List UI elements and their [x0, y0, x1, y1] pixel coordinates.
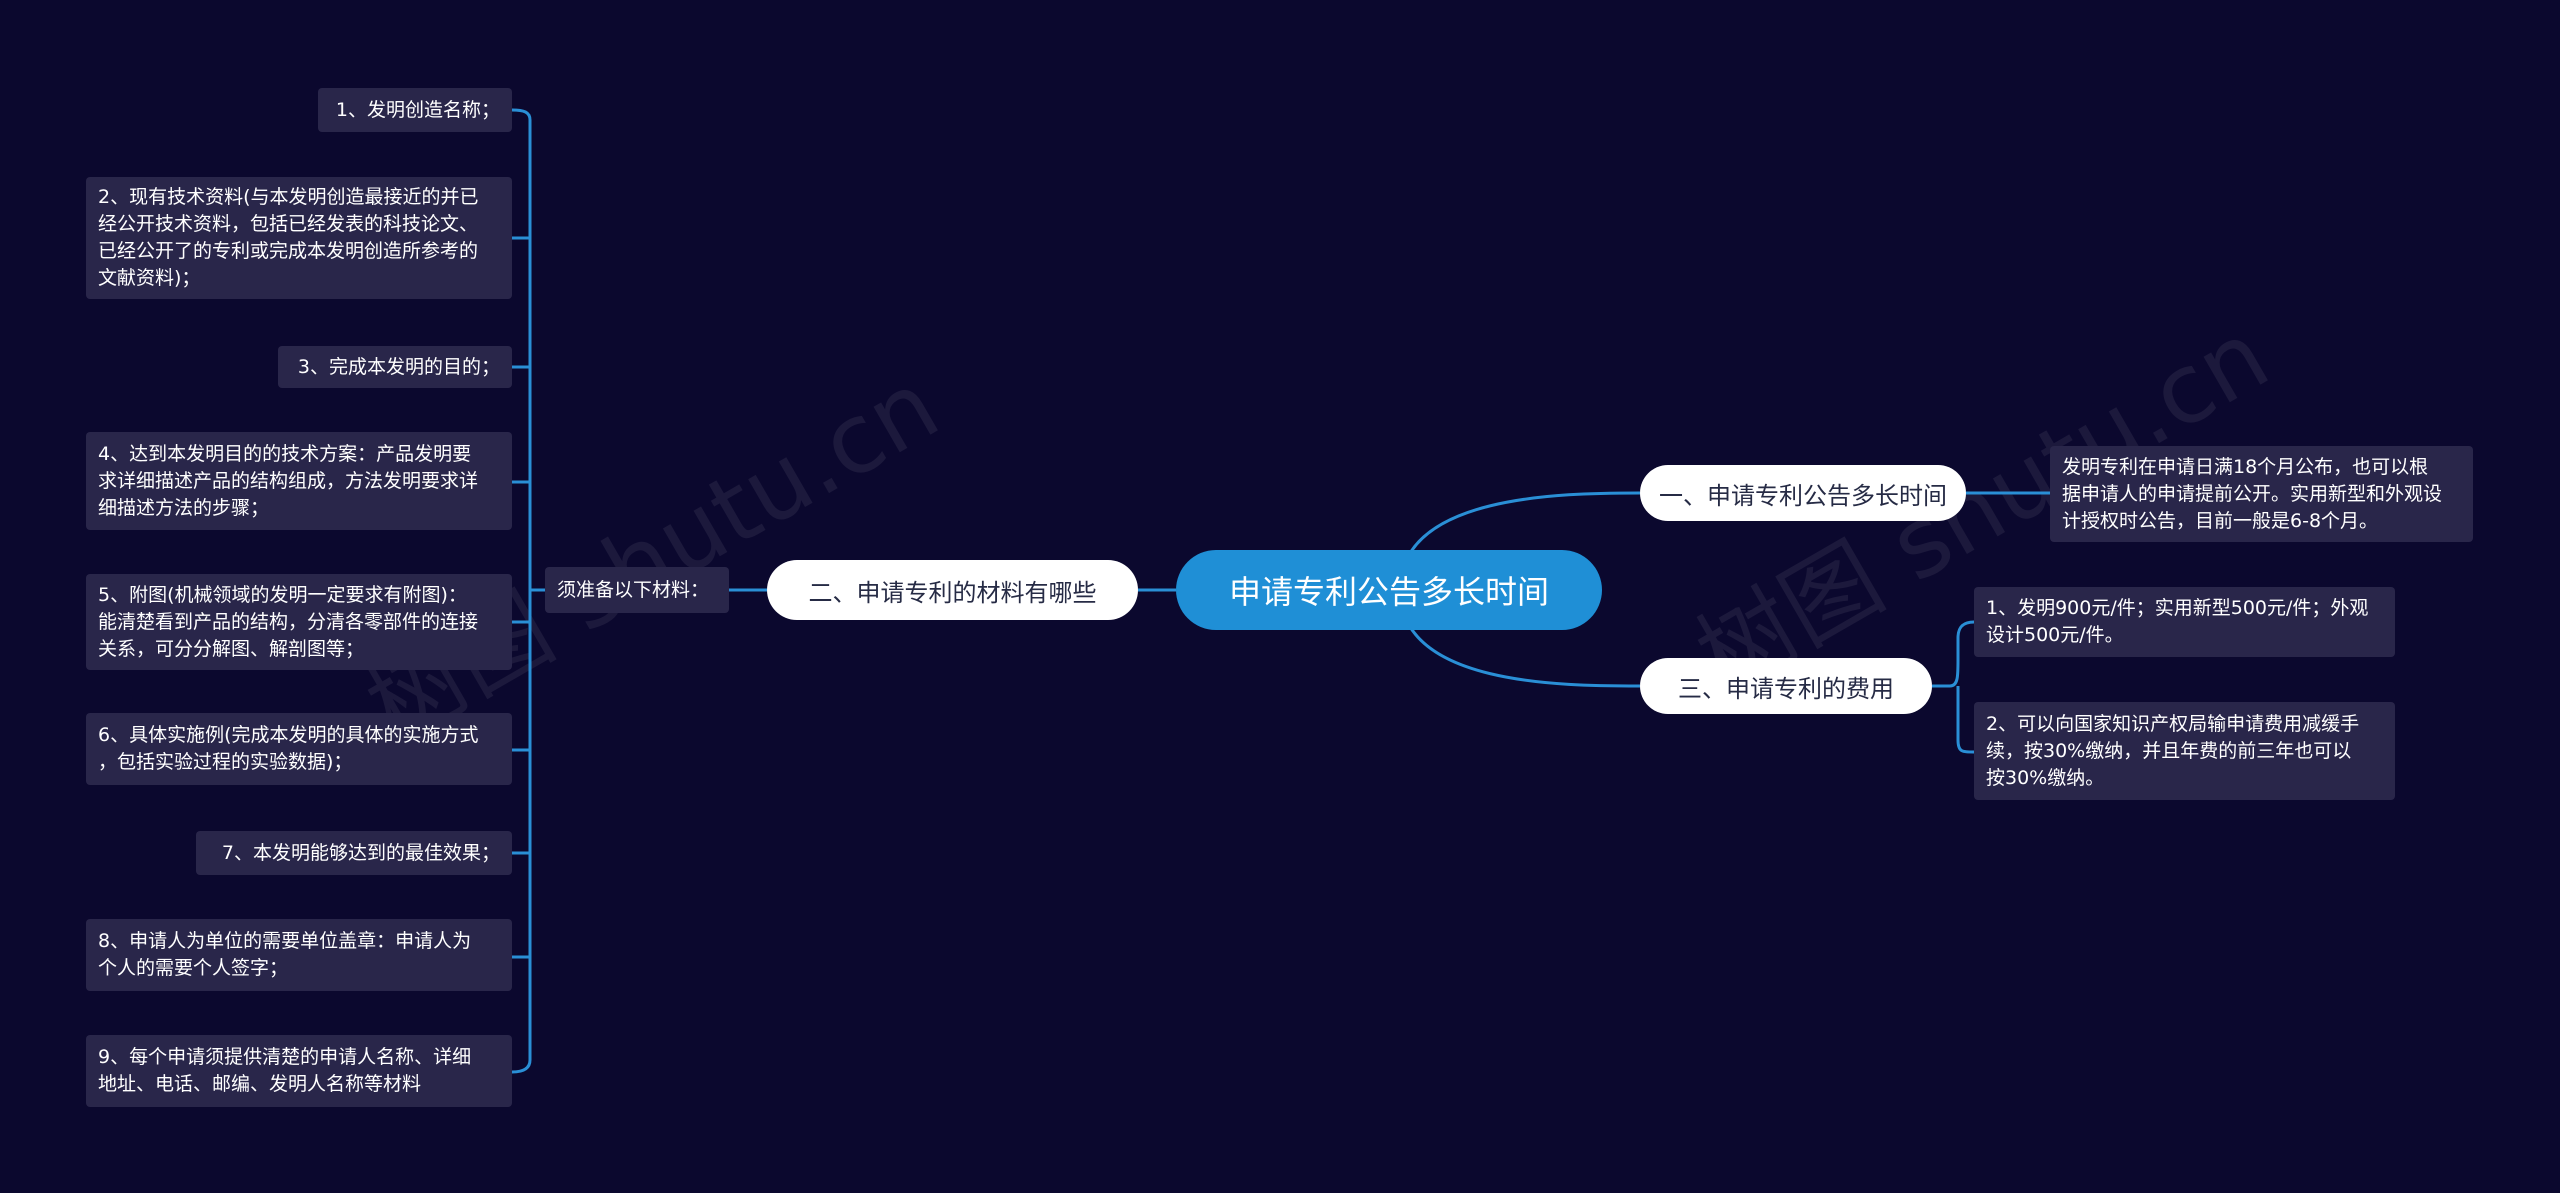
material-item-6[interactable]: 6、具体实施例(完成本发明的具体的实施方式 ，包括实验过程的实验数据)；	[86, 713, 512, 785]
material-item-7-text: 7、本发明能够达到的最佳效果；	[221, 841, 500, 864]
root-topic[interactable]: 申请专利公告多长时间	[1176, 550, 1602, 630]
material-item-5-text: 5、附图(机械领域的发明一定要求有附图)： 能清楚看到产品的结构，分清各零部件的…	[98, 583, 479, 660]
material-item-7[interactable]: 7、本发明能够达到的最佳效果；	[196, 831, 512, 875]
material-item-6-text: 6、具体实施例(完成本发明的具体的实施方式 ，包括实验过程的实验数据)；	[98, 724, 479, 773]
connector-item-ticks	[512, 236, 530, 959]
material-item-1-text: 1、发明创造名称；	[335, 98, 500, 121]
fee-item-2[interactable]: 2、可以向国家知识产权局输申请费用减缓手 续，按30%缴纳，并且年费的前三年也可…	[1974, 702, 2395, 800]
material-item-9[interactable]: 9、每个申请须提供清楚的申请人名称、详细 地址、电话、邮编、发明人名称等材料	[86, 1035, 512, 1107]
material-item-4[interactable]: 4、达到本发明目的的技术方案：产品发明要 求详细描述产品的结构组成，方法发明要求…	[86, 432, 512, 530]
fee-item-2-text: 2、可以向国家知识产权局输申请费用减缓手 续，按30%缴纳，并且年费的前三年也可…	[1986, 712, 2360, 789]
material-item-4-text: 4、达到本发明目的的技术方案：产品发明要 求详细描述产品的结构组成，方法发明要求…	[98, 442, 479, 519]
materials-sub-label[interactable]: 须准备以下材料：	[545, 567, 729, 613]
material-item-3[interactable]: 3、完成本发明的目的；	[278, 346, 512, 388]
material-item-3-text: 3、完成本发明的目的；	[297, 355, 500, 378]
material-item-8-text: 8、申请人为单位的需要单位盖章：申请人为 个人的需要个人签字；	[98, 930, 472, 979]
announce-detail[interactable]: 发明专利在申请日满18个月公布，也可以根 据申请人的申请提前公开。实用新型和外观…	[2050, 446, 2473, 542]
connector-fees-bracket	[1932, 620, 1975, 754]
fee-item-1[interactable]: 1、发明900元/件；实用新型500元/件；外观 设计500元/件。	[1974, 587, 2395, 657]
announce-detail-text: 发明专利在申请日满18个月公布，也可以根 据申请人的申请提前公开。实用新型和外观…	[2062, 455, 2443, 532]
fee-item-1-text: 1、发明900元/件；实用新型500元/件；外观 设计500元/件。	[1986, 597, 2369, 646]
branch-announce-time[interactable]: 一、申请专利公告多长时间	[1640, 465, 1966, 521]
material-item-9-text: 9、每个申请须提供清楚的申请人名称、详细 地址、电话、邮编、发明人名称等材料	[98, 1046, 472, 1095]
material-item-2-text: 2、现有技术资料(与本发明创造最接近的并已 经公开技术资料，包括已经发表的科技论…	[98, 186, 479, 289]
material-item-1[interactable]: 1、发明创造名称；	[318, 88, 512, 132]
branch-fees[interactable]: 三、申请专利的费用	[1640, 658, 1932, 714]
material-item-8[interactable]: 8、申请人为单位的需要单位盖章：申请人为 个人的需要个人签字；	[86, 919, 512, 991]
material-item-2[interactable]: 2、现有技术资料(与本发明创造最接近的并已 经公开技术资料，包括已经发表的科技论…	[86, 177, 512, 299]
materials-sub-label-text: 须准备以下材料：	[557, 578, 710, 601]
connector-materials-bracket	[511, 108, 532, 1074]
branch-materials[interactable]: 二、申请专利的材料有哪些	[767, 560, 1138, 620]
material-item-5[interactable]: 5、附图(机械领域的发明一定要求有附图)： 能清楚看到产品的结构，分清各零部件的…	[86, 574, 512, 670]
